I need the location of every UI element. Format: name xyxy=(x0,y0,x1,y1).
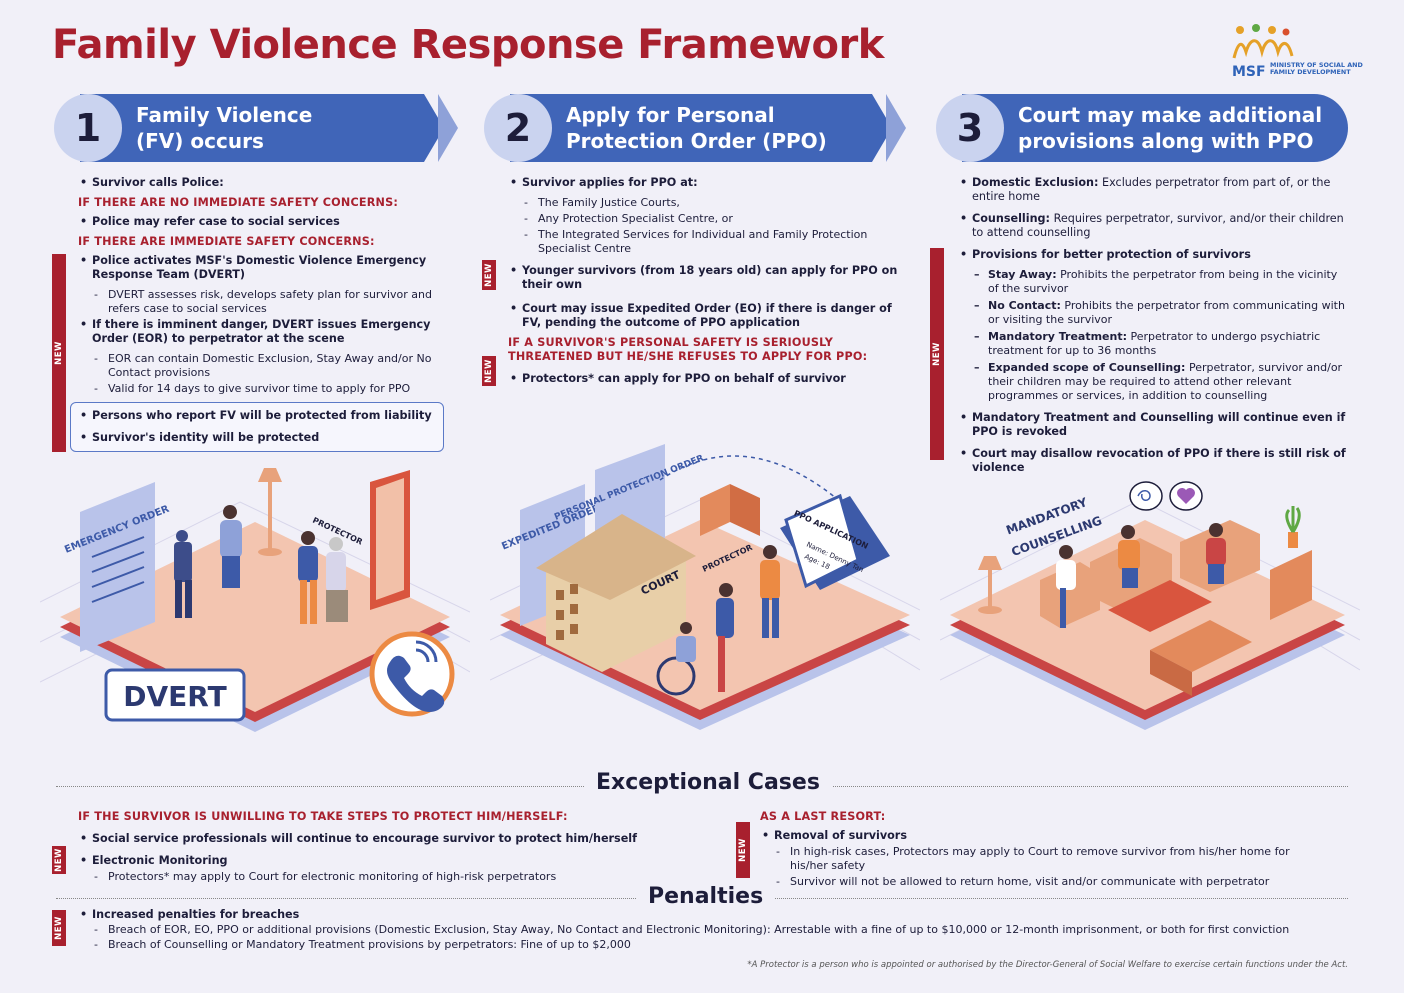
new-badge: NEW xyxy=(52,910,66,946)
new-badge: NEW xyxy=(736,822,750,878)
page-title: Family Violence Response Framework xyxy=(52,22,884,68)
thought-bubble-icon xyxy=(1129,481,1163,511)
msf-logo: MSF MINISTRY OF SOCIAL AND FAMILY DEVELO… xyxy=(1228,22,1368,82)
penalties-list: Increased penalties for breaches Breach … xyxy=(78,908,1368,954)
column-additional-provisions: Domestic Exclusion: Excludes perpetrator… xyxy=(958,176,1350,481)
exceptional-cases-title: Exceptional Cases xyxy=(584,770,832,795)
step-1-banner: Family Violence(FV) occurs 1 xyxy=(54,94,458,162)
scene-dvert: EMERGENCY ORDER PROTECTOR DVERT xyxy=(40,468,470,732)
penalties-title: Penalties xyxy=(636,884,776,909)
step-number: 2 xyxy=(484,94,552,162)
exceptional-right: AS A LAST RESORT: Removal of survivors I… xyxy=(760,804,1350,891)
new-badge: NEW xyxy=(482,260,496,290)
scene-court: EXPEDITED ORDER PERSONAL PROTECTION ORDE… xyxy=(490,444,920,730)
step-number: 1 xyxy=(54,94,122,162)
exceptional-left: IF THE SURVIVOR IS UNWILLING TO TAKE STE… xyxy=(78,804,718,886)
dvert-badge: DVERT xyxy=(123,680,226,713)
scene-counselling: MANDATORY COUNSELLING xyxy=(940,481,1360,730)
msf-abbr: MSF xyxy=(1232,64,1266,80)
new-badge: NEW xyxy=(52,254,66,452)
step-number: 3 xyxy=(936,94,1004,162)
new-badge: NEW xyxy=(930,248,944,460)
new-badge: NEW xyxy=(52,846,66,874)
ministry-name: MINISTRY OF SOCIAL AND FAMILY DEVELOPMEN… xyxy=(1270,61,1363,76)
footnote: *A Protector is a person who is appointe… xyxy=(747,960,1348,970)
new-badge: NEW xyxy=(482,356,496,386)
plant-icon xyxy=(1285,506,1301,533)
family-figures-icon xyxy=(1232,24,1294,59)
column-apply-ppo: Survivor applies for PPO at: The Family … xyxy=(508,176,898,392)
column-fv-occurs: Survivor calls Police: IF THERE ARE NO I… xyxy=(78,176,448,398)
